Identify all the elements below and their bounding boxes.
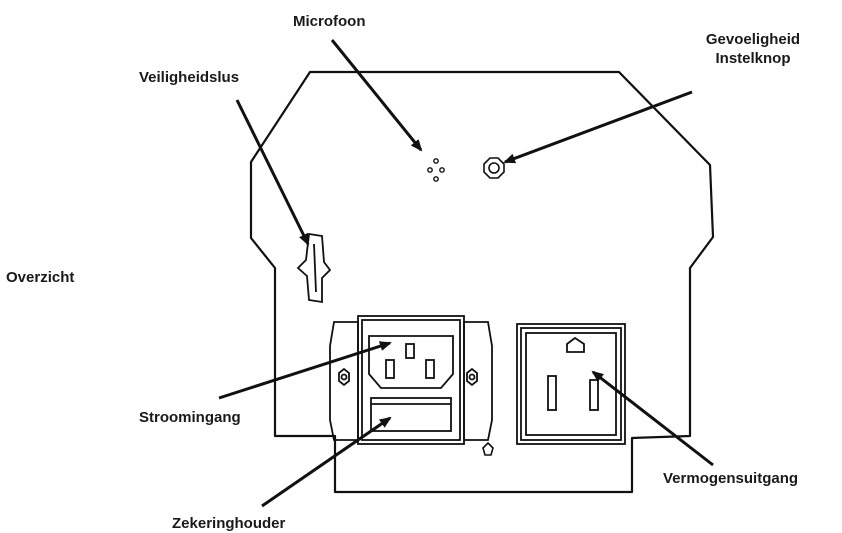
arrow-sensitivity: [503, 90, 693, 164]
power-inlet-assembly: [329, 315, 493, 445]
label-fuse-holder: Zekeringhouder: [172, 515, 286, 532]
fuse-holder-drawer: [370, 397, 452, 432]
arrow-fuse-holder: [261, 416, 392, 508]
arrow-power-output: [591, 370, 714, 467]
label-power-output: Vermogensuitgang: [663, 470, 799, 487]
device-housing: [249, 70, 715, 494]
label-sensitivity-line1: Gevoeligheid: [705, 31, 801, 48]
microphone-holes: [427, 158, 445, 182]
power-inlet-socket: [368, 335, 454, 389]
safety-loop: [296, 232, 332, 304]
pentagon-marker: [482, 441, 494, 456]
label-power-input: Stroomingang: [139, 409, 241, 426]
sensitivity-knob: [483, 157, 505, 179]
label-sensitivity-knob: Gevoeligheid Instelknop: [690, 30, 816, 68]
callout-arrows: [218, 39, 714, 508]
arrow-safety-loop: [235, 99, 310, 246]
label-microphone: Microfoon: [293, 13, 366, 30]
label-sensitivity-line2: Instelknop: [715, 50, 791, 67]
label-safety-loop: Veiligheidslus: [139, 69, 240, 86]
arrow-power-input: [218, 341, 392, 400]
arrow-microphone: [330, 39, 423, 152]
overview-title: Overzicht: [6, 269, 75, 286]
